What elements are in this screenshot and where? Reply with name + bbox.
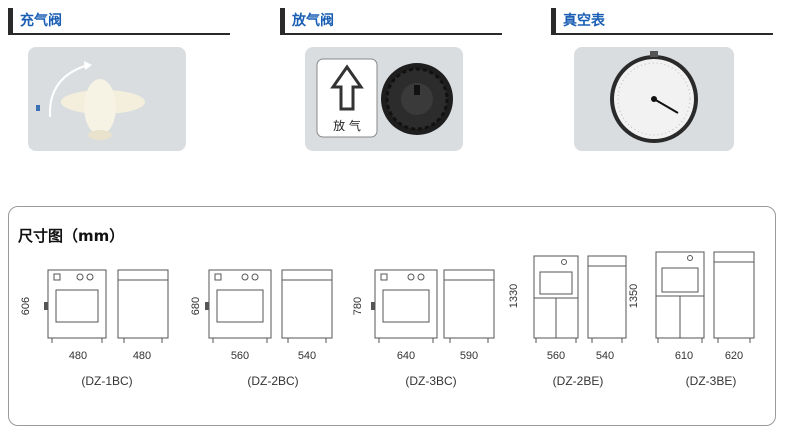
inflate-valve-knob-image xyxy=(36,61,145,140)
side-width-label: 540 xyxy=(595,350,615,362)
height-label: 680 xyxy=(190,296,202,316)
side-width-label: 540 xyxy=(297,350,317,362)
header-line xyxy=(551,33,773,35)
side-view-drawing xyxy=(281,269,333,343)
header-bar xyxy=(8,8,13,34)
header-bar xyxy=(551,8,556,34)
inflate-valve-photo xyxy=(28,47,186,151)
model-label: (DZ-1BC) xyxy=(81,374,133,388)
header-line xyxy=(8,33,230,35)
front-view-drawing xyxy=(533,255,579,343)
release-valve-photo: 放 气 xyxy=(305,47,463,151)
side-view-drawing xyxy=(443,269,495,343)
side-view-drawing xyxy=(587,255,627,343)
side-view-drawing xyxy=(713,251,755,343)
height-label: 606 xyxy=(20,296,32,316)
section-title-release-valve: 放气阀 xyxy=(292,13,334,29)
front-view-drawing xyxy=(205,269,272,343)
side-width-label: 480 xyxy=(132,350,152,362)
side-view-drawing xyxy=(117,269,169,343)
section-title-inflate-valve: 充气阀 xyxy=(20,13,62,29)
front-view-drawing xyxy=(655,251,705,343)
release-button-label: 放 气 xyxy=(333,119,361,133)
height-label: 1350 xyxy=(628,283,640,309)
dimensions-title: 尺寸图（mm） xyxy=(18,227,125,245)
side-width-label: 590 xyxy=(459,350,479,362)
front-view-drawing xyxy=(44,269,107,343)
header-bar xyxy=(280,8,285,34)
height-label: 780 xyxy=(352,296,364,316)
front-view-drawing xyxy=(371,269,438,343)
vacuum-gauge-image xyxy=(610,51,698,143)
model-label: (DZ-2BE) xyxy=(552,374,604,388)
front-width-label: 480 xyxy=(68,350,88,362)
front-width-label: 640 xyxy=(396,350,416,362)
front-width-label: 560 xyxy=(546,350,566,362)
model-label: (DZ-2BC) xyxy=(247,374,299,388)
section-title-vacuum-gauge: 真空表 xyxy=(563,13,605,29)
release-valve-image xyxy=(316,58,453,138)
front-width-label: 560 xyxy=(230,350,250,362)
side-width-label: 620 xyxy=(724,350,744,362)
model-label: (DZ-3BE) xyxy=(685,374,737,388)
height-label: 1330 xyxy=(508,283,520,309)
front-width-label: 610 xyxy=(674,350,694,362)
header-line xyxy=(280,33,502,35)
vacuum-gauge-photo xyxy=(574,47,734,151)
model-label: (DZ-3BC) xyxy=(405,374,457,388)
